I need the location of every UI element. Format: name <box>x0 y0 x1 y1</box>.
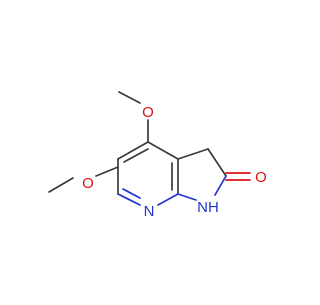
structure-canvas: O O O N NH <box>48 91 267 220</box>
bond-c5-c4-inner <box>123 148 149 163</box>
bond-c5-c4-outer <box>117 141 149 160</box>
atom-label-n-ring: N <box>144 203 155 220</box>
atom-label-nh: NH <box>197 199 219 216</box>
bond-methyl-left <box>48 177 74 193</box>
bond-n-c6-outer <box>117 193 141 206</box>
bond-n-c6-inner <box>122 188 141 199</box>
bond-methyl-top <box>118 91 141 104</box>
atom-label-o-left: O <box>82 175 94 192</box>
bond-c7a-n <box>157 193 179 206</box>
atom-label-o-top: O <box>142 104 154 121</box>
bond-nh-c7a <box>177 193 197 201</box>
bond-c2-nh <box>214 175 227 196</box>
bond-c3-c2 <box>207 148 227 177</box>
atom-label-o-carbonyl: O <box>255 169 267 186</box>
bond-oleft-c6 <box>95 166 119 177</box>
bond-c3a-c3 <box>177 148 209 160</box>
molecule-diagram: O O O N NH <box>48 91 267 220</box>
bond-c4-c3a <box>147 141 179 160</box>
